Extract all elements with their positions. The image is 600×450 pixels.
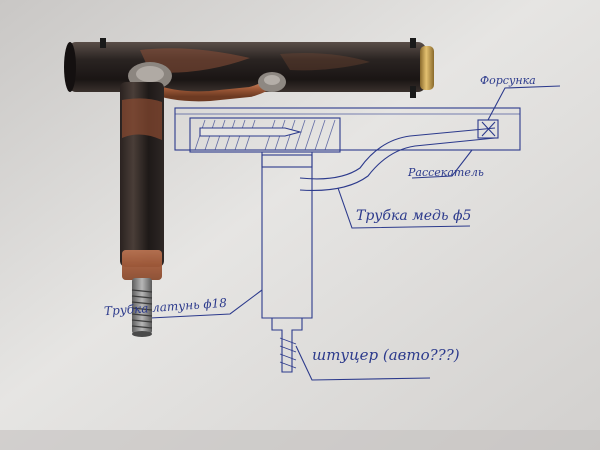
table-edge	[0, 430, 600, 450]
leader-injector	[487, 85, 561, 121]
sketch-copper-tube	[299, 127, 496, 180]
sketch-needle	[199, 127, 303, 137]
torch-object	[64, 38, 434, 337]
leader-fitting	[295, 345, 431, 381]
brass-ring	[420, 46, 434, 90]
label-copper-tube: Трубка медь ϕ5	[356, 208, 472, 224]
leader-brass-tube	[149, 289, 263, 319]
sketch-fitting	[271, 317, 303, 373]
sketch-chamber	[189, 117, 341, 153]
leader-copper-tube	[337, 187, 471, 229]
label-diffuser: Рассекатель	[408, 166, 484, 179]
pen-sketch	[149, 85, 561, 381]
sketch-body	[174, 107, 521, 151]
label-fitting: штуцер (авто???)	[312, 346, 460, 364]
label-injector: Форсунка	[480, 74, 536, 87]
leader-diffuser	[411, 149, 473, 179]
